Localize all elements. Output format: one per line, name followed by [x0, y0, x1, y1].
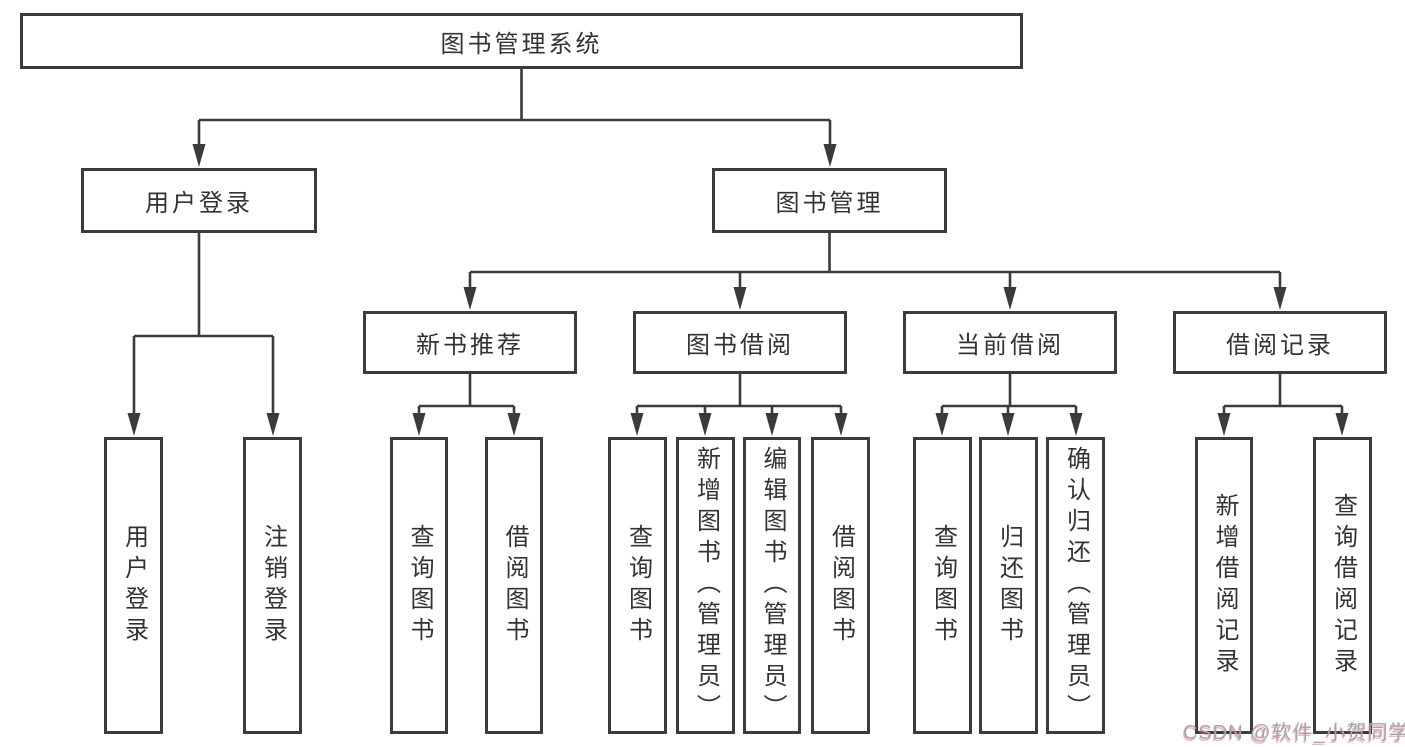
leaf-edit-book-admin-label: 编辑图书（管理员）	[759, 446, 786, 725]
node-book-management: 图书管理	[712, 168, 947, 233]
node-new-book-recommend-label: 新书推荐	[416, 332, 524, 359]
edge-book-management-children	[468, 233, 1282, 295]
node-book-management-label: 图书管理	[775, 190, 884, 217]
leaf-return-book: 归还图书	[979, 437, 1038, 734]
node-user-login-label: 用户登录	[145, 190, 253, 217]
leaf-add-borrow-record-label: 新增借阅记录	[1211, 492, 1238, 679]
leaf-borrow-book-label: 借阅图书	[827, 523, 855, 648]
leaf-confirm-return-admin-label: 确认归还（管理员）	[1062, 446, 1090, 725]
leaf-query-borrow-record-label: 查询借阅记录	[1329, 492, 1357, 679]
leaf-query-book-borrow: 查询图书	[608, 437, 667, 734]
edge-book-borrow-children	[635, 374, 843, 421]
leaf-logout: 注销登录	[243, 437, 302, 734]
node-root-label: 图书管理系统	[440, 30, 603, 58]
leaf-query-book-current-label: 查询图书	[929, 523, 957, 648]
node-book-borrow: 图书借阅	[633, 311, 847, 374]
leaf-add-borrow-record: 新增借阅记录	[1195, 437, 1253, 734]
edge-borrow-record-children	[1222, 374, 1344, 421]
node-borrow-record-label: 借阅记录	[1226, 332, 1334, 359]
edge-new-book-recommend-children	[417, 374, 516, 421]
leaf-add-book-admin-label: 新增图书（管理员）	[692, 446, 720, 725]
arrowheads	[127, 144, 1349, 436]
leaf-edit-book-admin: 编辑图书（管理员）	[743, 437, 801, 734]
leaf-user-login-label: 用户登录	[120, 523, 148, 648]
leaf-query-book-current: 查询图书	[913, 437, 972, 734]
node-current-borrow: 当前借阅	[903, 311, 1117, 374]
leaf-query-borrow-record: 查询借阅记录	[1313, 437, 1372, 734]
edge-root-to-level2	[197, 69, 832, 152]
leaf-user-login: 用户登录	[104, 437, 163, 734]
node-new-book-recommend: 新书推荐	[363, 311, 577, 374]
leaf-borrow-book-recommend-label: 借阅图书	[501, 523, 528, 648]
node-current-borrow-label: 当前借阅	[956, 332, 1064, 359]
leaf-borrow-book-recommend: 借阅图书	[485, 437, 543, 734]
node-book-borrow-label: 图书借阅	[686, 332, 794, 359]
leaf-confirm-return-admin: 确认归还（管理员）	[1046, 437, 1105, 734]
leaf-logout-label: 注销登录	[259, 523, 287, 648]
leaf-borrow-book: 借阅图书	[811, 437, 870, 734]
edge-user-login-children	[132, 233, 275, 421]
node-root: 图书管理系统	[20, 13, 1023, 69]
leaf-query-book-borrow-label: 查询图书	[624, 523, 652, 648]
csdn-watermark: CSDN @软件_小贺同学	[1183, 722, 1405, 744]
node-user-login: 用户登录	[81, 168, 317, 233]
node-borrow-record: 借阅记录	[1173, 311, 1387, 374]
leaf-query-book-recommend: 查询图书	[390, 437, 448, 734]
leaf-query-book-recommend-label: 查询图书	[406, 523, 433, 648]
leaf-return-book-label: 归还图书	[995, 523, 1023, 648]
leaf-add-book-admin: 新增图书（管理员）	[676, 437, 735, 734]
